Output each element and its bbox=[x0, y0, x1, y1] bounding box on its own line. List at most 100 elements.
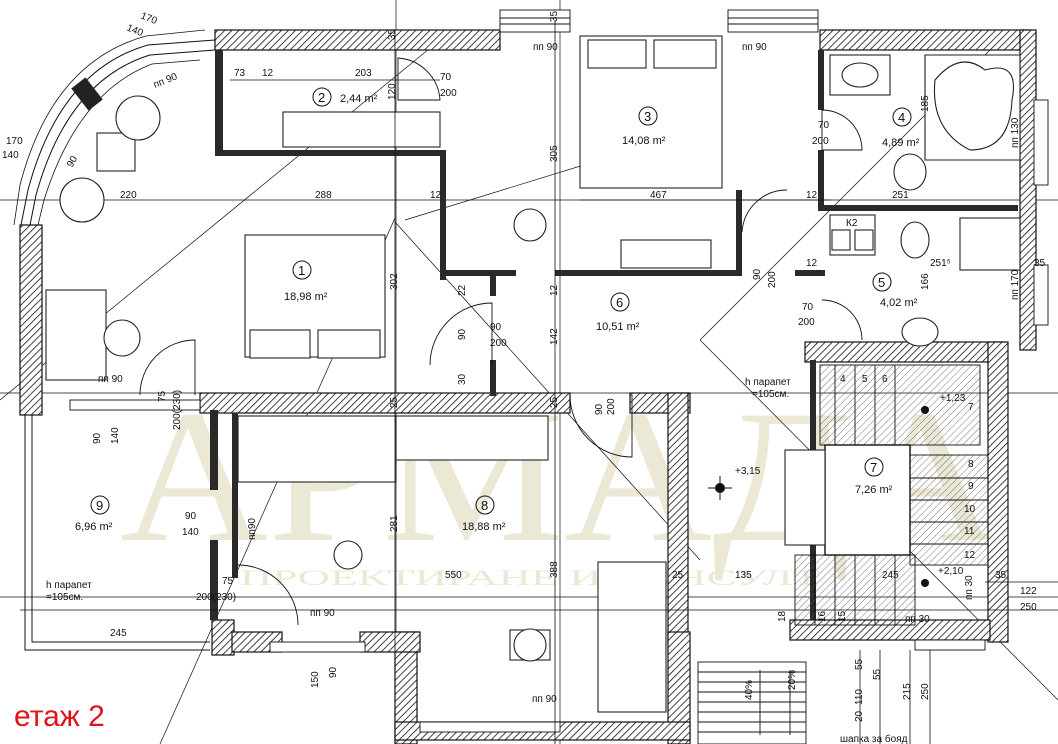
room-area-5: 4,02 m² bbox=[880, 297, 918, 309]
dimension-label-50: 200(230) bbox=[172, 390, 183, 430]
dimension-label-46: 90 bbox=[594, 403, 605, 415]
dimension-label-20: 12 bbox=[806, 190, 818, 201]
room-area-1: 18,98 m² bbox=[284, 291, 328, 303]
doors bbox=[139, 57, 863, 626]
dimension-label-89: 8 bbox=[968, 459, 974, 470]
dimension-label-79: 110 bbox=[854, 689, 865, 705]
dimension-label-82: 250 bbox=[920, 683, 931, 700]
dimension-label-45: 25 bbox=[549, 396, 560, 408]
dimension-label-74: 18 bbox=[777, 610, 788, 622]
dimension-label-34: 200 bbox=[767, 271, 778, 288]
dimension-label-36: 302 bbox=[389, 273, 400, 290]
dimension-label-31: 70 bbox=[802, 302, 814, 313]
dimension-label-65: 75 bbox=[222, 576, 234, 587]
dimension-label-49: 75 bbox=[157, 390, 168, 402]
dimension-label-2: пп 90 bbox=[152, 71, 179, 91]
balcony-outline bbox=[24, 415, 210, 651]
dimension-label-93: 12 bbox=[964, 550, 976, 561]
dimension-label-42: 142 bbox=[549, 328, 560, 345]
parapet-note-balcony-2: =105см. bbox=[46, 592, 83, 603]
dimension-label-13: 35 bbox=[387, 28, 398, 40]
level-mark-3: +2,10 bbox=[938, 566, 964, 577]
dimension-label-1: 140 bbox=[125, 23, 145, 40]
dimension-label-41: 90 bbox=[457, 328, 468, 340]
room-number-1: 1 bbox=[298, 263, 305, 278]
dimension-label-21: 70 bbox=[818, 120, 830, 131]
dimension-label-67: 245 bbox=[110, 628, 127, 639]
dimension-label-87: 6 bbox=[882, 374, 888, 385]
dimension-label-69: 150 bbox=[310, 671, 321, 688]
dimension-label-15: пп 90 bbox=[742, 42, 767, 53]
dimension-label-54: 140 bbox=[182, 527, 199, 538]
stairs bbox=[697, 364, 989, 744]
parapet-note-stairs-2: =105см. bbox=[752, 389, 789, 400]
room-area-9: 6,96 m² bbox=[75, 521, 113, 533]
dimension-label-35: 288 bbox=[315, 190, 332, 201]
dimension-label-84: 20% bbox=[787, 670, 798, 690]
dimension-label-23: 185 bbox=[920, 95, 931, 112]
dimension-label-28: 35 bbox=[1034, 258, 1046, 269]
dimension-label-76: 15 bbox=[837, 610, 848, 622]
dimension-label-62: 35 bbox=[995, 570, 1007, 581]
dimension-label-86: 5 bbox=[862, 374, 868, 385]
dimension-label-40: 200 bbox=[490, 338, 507, 349]
dimension-label-44: 25 bbox=[389, 396, 400, 408]
dimension-label-63: 122 bbox=[1020, 586, 1037, 597]
windows bbox=[69, 9, 1049, 733]
dimension-label-24: пп 130 bbox=[1010, 117, 1021, 148]
room-number-7: 7 bbox=[870, 460, 877, 475]
dimension-label-14: пп 90 bbox=[533, 42, 558, 53]
dimension-label-60: 135 bbox=[735, 570, 752, 581]
floor-label: етаж 2 bbox=[14, 700, 105, 733]
notes: h парапет =105см. h парапет =105см. +3,1… bbox=[46, 218, 966, 744]
dimension-label-78: 55 bbox=[872, 668, 883, 680]
dimension-label-0: 170 bbox=[139, 11, 159, 28]
dimension-label-85: 4 bbox=[840, 374, 846, 385]
room-area-2: 2,44 m² bbox=[340, 93, 378, 105]
dimension-label-61: 245 bbox=[882, 570, 899, 581]
room-number-3: 3 bbox=[644, 109, 651, 124]
dimension-label-29: пп 170 bbox=[1010, 269, 1021, 300]
dimension-label-38: 12 bbox=[549, 284, 560, 296]
dimension-label-17: 305 bbox=[549, 145, 560, 162]
room-area-7: 7,26 m² bbox=[855, 484, 893, 496]
dimension-label-59: 25 bbox=[672, 570, 684, 581]
dimension-label-73: пп 30 bbox=[964, 575, 975, 600]
level-mark-2: +1,23 bbox=[940, 393, 966, 404]
dimension-label-6: 220 bbox=[120, 190, 137, 201]
room-number-5: 5 bbox=[878, 275, 885, 290]
dimension-label-11: 200 bbox=[440, 88, 457, 99]
dimension-label-10: 70 bbox=[440, 72, 452, 83]
dimension-label-64: 250 bbox=[1020, 602, 1037, 613]
dimension-label-8: 12 bbox=[262, 68, 274, 79]
dimension-label-52: 140 bbox=[110, 427, 121, 444]
watermark-sub: ПРОЕКТИРАНЕ И КОНСУЛТ bbox=[240, 565, 821, 590]
furniture bbox=[45, 35, 1021, 713]
shower-room-5 bbox=[959, 217, 1021, 271]
dimension-label-33: 90 bbox=[752, 268, 763, 280]
dimension-label-39: 90 bbox=[490, 322, 502, 333]
room-area-3: 14,08 m² bbox=[622, 135, 666, 147]
level-mark-1: +3,15 bbox=[735, 466, 761, 477]
dimension-label-53: 90 bbox=[185, 511, 197, 522]
dimension-label-22: 200 bbox=[812, 136, 829, 147]
dimension-label-56: 281 bbox=[389, 515, 400, 532]
dimension-label-18: 467 bbox=[650, 190, 667, 201]
room-number-8: 8 bbox=[481, 498, 488, 513]
dimensions: 170 140 пп 90 170 140 90 220 73 12 203 7… bbox=[2, 10, 1046, 722]
dimension-label-55: пп90 bbox=[247, 518, 258, 540]
dimension-label-66: 200(230) bbox=[196, 592, 236, 603]
dimension-label-30: 12 bbox=[806, 258, 818, 269]
dimension-label-77: 55 bbox=[854, 658, 865, 670]
room-labels: 1 18,98 m² 2 2,44 m² 3 14,08 m² 4 4,89 m… bbox=[75, 87, 920, 533]
dimension-label-81: 215 bbox=[902, 683, 913, 700]
dimension-label-3: 170 bbox=[6, 136, 23, 147]
dimension-label-12: 120 bbox=[387, 83, 398, 100]
dimension-label-80: 20 bbox=[854, 710, 865, 722]
k2-label: К2 bbox=[846, 218, 858, 229]
dimension-label-75: 16 bbox=[817, 610, 828, 622]
dimension-label-9: 203 bbox=[355, 68, 372, 79]
dimension-label-48: пп 90 bbox=[98, 374, 123, 385]
room-number-6: 6 bbox=[616, 295, 623, 310]
dimension-label-57: 550 bbox=[445, 570, 462, 581]
